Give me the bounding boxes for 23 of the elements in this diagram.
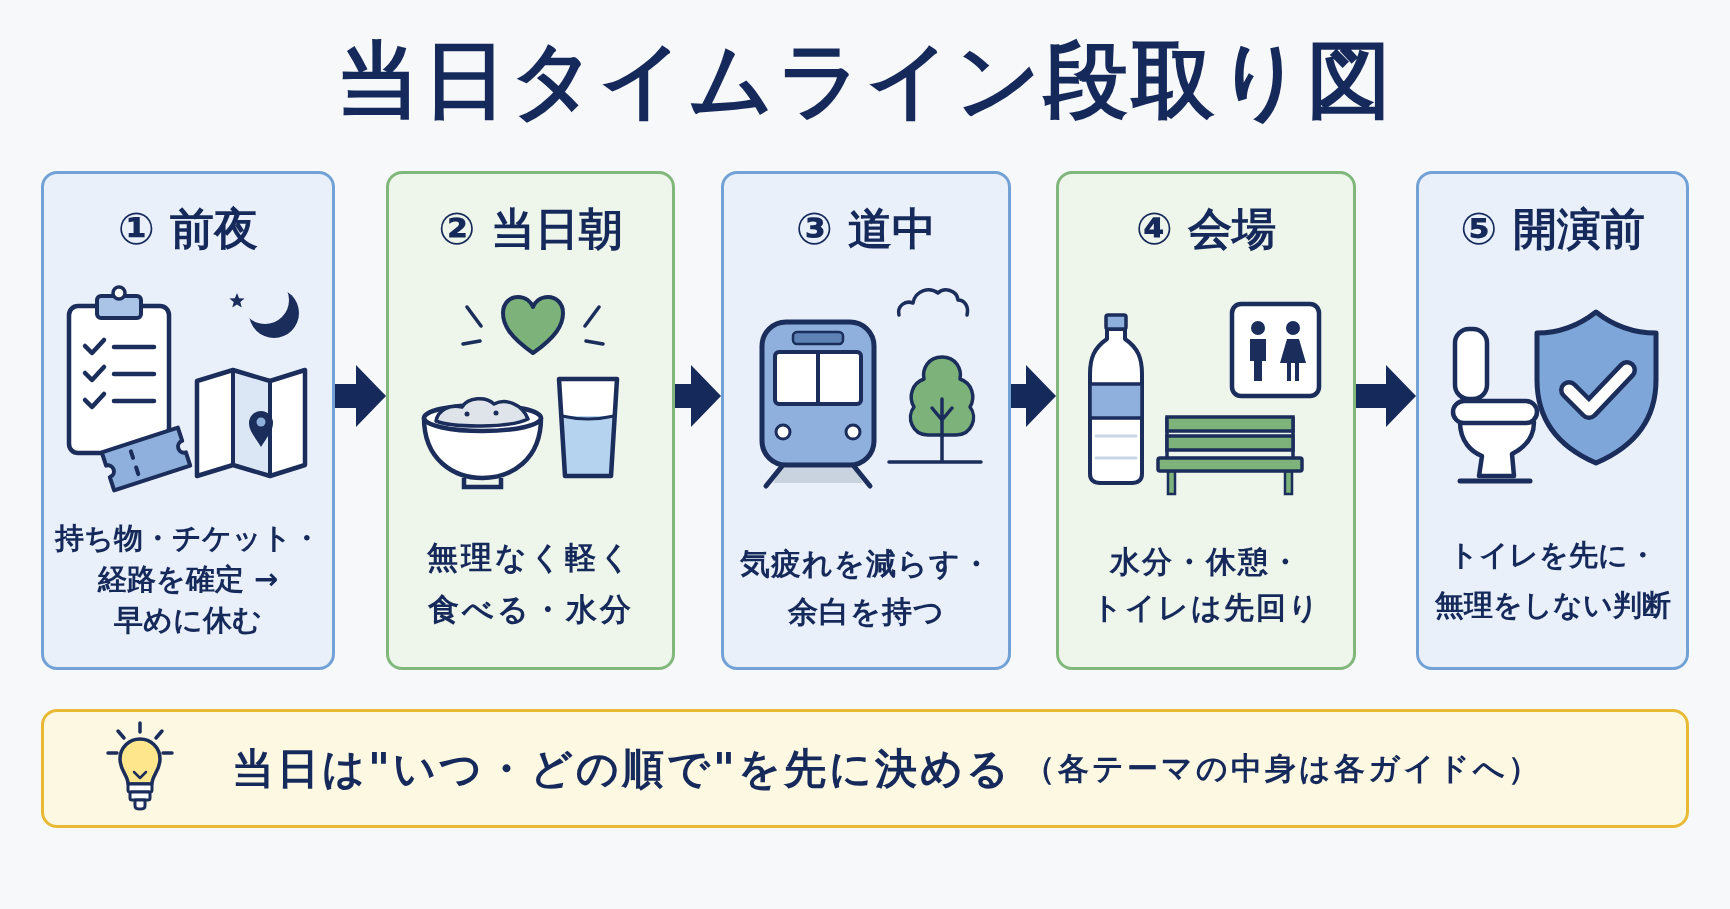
arrow [675, 365, 721, 427]
step-text: 気疲れを減らす・余白を持つ [739, 545, 993, 631]
step-panel [1056, 171, 1356, 670]
step-heading: ② 当日朝 [437, 203, 624, 255]
banner-text: 当日は"いつ・どの順で"を先に決める [232, 742, 1012, 795]
tip-banner [41, 709, 1689, 828]
step-text: 水分・休憩・トイレは先回り [1090, 543, 1322, 627]
step-text: 無理なく軽く食べる・水分 [426, 538, 635, 629]
step-panel [721, 171, 1011, 670]
step-text: 持ち物・チケット・経路を確定 → 早めに休む [53, 520, 322, 639]
step-panel [41, 171, 335, 670]
banner-note: （各テーマの中身は各ガイドへ） [1023, 748, 1542, 788]
step-heading: ⑤ 開演前 [1459, 203, 1646, 255]
step-panel [386, 171, 675, 670]
step-text: トイレを先に・無理をしない判断 [1433, 537, 1672, 624]
title: 当日タイムライン段取り図 [335, 30, 1395, 130]
step-heading: ④ 会場 [1134, 203, 1278, 255]
step-heading: ① 前夜 [116, 203, 260, 255]
step-heading: ③ 道中 [794, 203, 938, 255]
arrow [1356, 365, 1416, 427]
arrow [1011, 365, 1056, 427]
arrow [335, 365, 386, 427]
step-panel [1416, 171, 1689, 670]
